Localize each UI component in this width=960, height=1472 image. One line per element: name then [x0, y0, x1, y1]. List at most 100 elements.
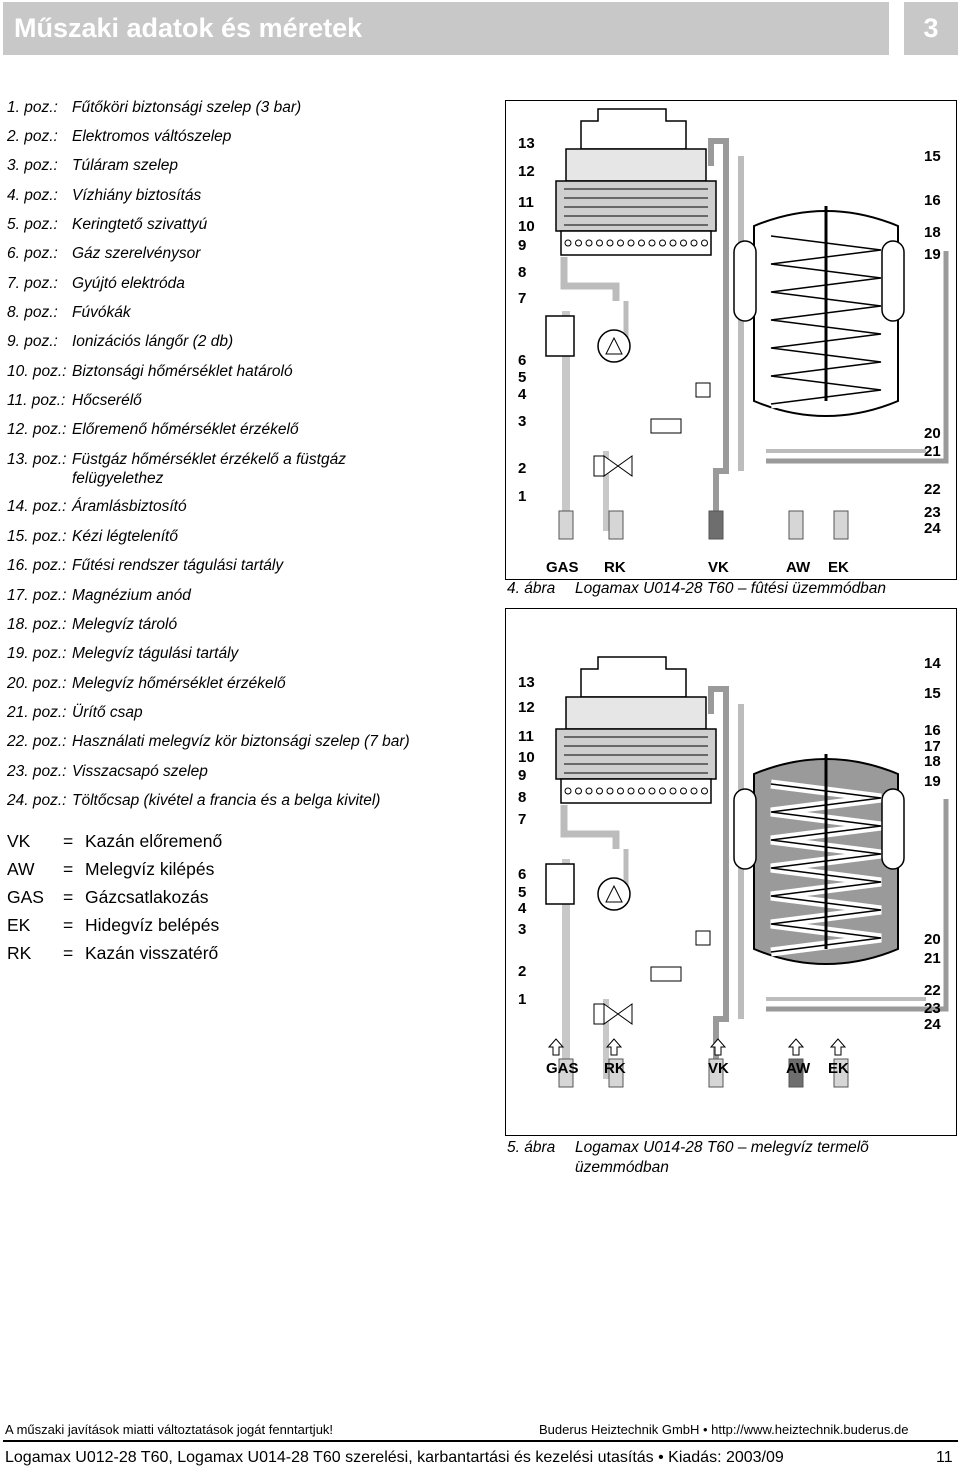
connection-stub — [708, 510, 724, 540]
flow-arrow — [709, 1038, 727, 1056]
part-number: 20. poz.: — [7, 675, 67, 692]
part-description: Visszacsapó szelep — [72, 763, 208, 780]
position-number: 19 — [924, 246, 941, 263]
flue-collector — [565, 148, 707, 182]
connection-label: VK — [708, 559, 729, 576]
position-number: 10 — [518, 218, 535, 235]
position-number: 24 — [924, 520, 941, 537]
burner-nozzle — [669, 787, 677, 795]
position-number: 15 — [924, 148, 941, 165]
position-number: 6 — [518, 352, 526, 369]
footer-company: Buderus Heiztechnik GmbH • http://www.he… — [539, 1422, 909, 1437]
gas-valve-block — [545, 315, 575, 357]
burner-nozzle — [585, 239, 593, 247]
position-number: 20 — [924, 425, 941, 442]
legend-value: Melegvíz kilépés — [85, 859, 215, 879]
part-description-cont: felügyelethez — [72, 470, 164, 487]
section-number-box: 3 — [904, 2, 958, 55]
diverter-valve — [603, 1003, 633, 1025]
position-number: 18 — [924, 753, 941, 770]
part-description: Túláram szelep — [72, 157, 178, 174]
connection-stub — [608, 1058, 624, 1088]
position-number: 6 — [518, 866, 526, 883]
connection-label: AW — [786, 559, 811, 576]
tank-coil — [770, 783, 882, 953]
part-number: 8. poz.: — [7, 304, 58, 321]
heating-expansion-tank — [733, 240, 757, 322]
burner-nozzle — [680, 787, 687, 795]
part-number: 7. poz.: — [7, 275, 58, 292]
flow-pipe — [708, 138, 729, 531]
burner-nozzle — [659, 239, 666, 247]
position-number: 10 — [518, 749, 535, 766]
part-description: Biztonsági hőmérséklet határoló — [72, 363, 293, 380]
bypass-valve — [650, 418, 682, 434]
part-description: Fúvókák — [72, 304, 131, 321]
footer-note: A műszaki javítások miatti változtatások… — [5, 1422, 334, 1437]
part-number: 15. poz.: — [7, 528, 67, 545]
footer-document-title: Logamax U012-28 T60, Logamax U014-28 T60… — [5, 1449, 784, 1466]
part-number: 4. poz.: — [7, 187, 58, 204]
part-number: 2. poz.: — [7, 128, 58, 145]
position-number: 8 — [518, 264, 526, 281]
burner-nozzle — [564, 787, 572, 795]
gas-pipe — [560, 257, 620, 301]
flue-hood — [580, 656, 687, 698]
burner-nozzle — [690, 787, 698, 795]
connection-stub — [608, 510, 624, 540]
position-number: 24 — [924, 1016, 941, 1033]
burner-nozzle — [659, 787, 666, 795]
position-number: 3 — [518, 413, 526, 430]
position-number: 16 — [924, 722, 941, 739]
figure-4-number: 4. ábra — [507, 580, 556, 597]
part-number: 17. poz.: — [7, 587, 67, 604]
burner-nozzle — [669, 239, 677, 247]
part-number: 9. poz.: — [7, 333, 58, 350]
legend-equals: = — [63, 943, 74, 963]
connection-label: RK — [604, 1060, 626, 1077]
legend-equals: = — [63, 887, 74, 907]
position-number: 5 — [518, 369, 526, 386]
section-title: Műszaki adatok és méretek — [14, 13, 363, 43]
heating-expansion-tank — [733, 788, 757, 870]
part-number: 12. poz.: — [7, 421, 67, 438]
legend-key: AW — [7, 859, 35, 879]
part-description: Gáz szerelvénysor — [72, 245, 201, 262]
low-water-switch — [695, 382, 711, 398]
connection-stub — [708, 1058, 724, 1088]
diverter-actuator — [593, 455, 605, 477]
figure-5-title: Logamax U014-28 T60 – melegvíz termelõ — [575, 1139, 869, 1156]
position-number: 18 — [924, 224, 941, 241]
part-description: Gyújtó elektróda — [72, 275, 185, 292]
schematic-svg: 131211109876543211415161718192021222324G… — [518, 655, 949, 1088]
legend-equals: = — [63, 915, 74, 935]
part-number: 23. poz.: — [7, 763, 67, 780]
dhw-expansion-tank — [881, 788, 905, 870]
part-number: 11. poz.: — [7, 392, 66, 409]
position-number: 21 — [924, 950, 941, 967]
part-description: Melegvíz hőmérséklet érzékelő — [72, 675, 286, 692]
part-description: Magnézium anód — [72, 587, 191, 604]
part-number: 21. poz.: — [7, 704, 67, 721]
position-number: 2 — [518, 963, 526, 980]
part-description: Kézi légtelenítő — [72, 528, 178, 545]
part-number: 3. poz.: — [7, 157, 58, 174]
footer-rule — [3, 1440, 958, 1442]
part-number: 6. poz.: — [7, 245, 58, 262]
position-number: 15 — [924, 685, 941, 702]
position-number: 19 — [924, 773, 941, 790]
part-description: Vízhiány biztosítás — [72, 187, 202, 204]
burner-nozzle — [627, 787, 635, 795]
position-number: 7 — [518, 290, 526, 307]
figure-5-title-cont: üzemmódban — [575, 1159, 669, 1176]
pump-arrow — [605, 336, 623, 355]
burner — [560, 230, 712, 256]
connection-stub — [558, 1058, 574, 1088]
position-number: 3 — [518, 921, 526, 938]
burner-nozzle — [575, 787, 582, 795]
flow-arrow — [829, 1038, 847, 1056]
legend-value: Kazán előremenő — [85, 831, 223, 851]
position-number: 5 — [518, 884, 526, 901]
bypass-valve — [650, 966, 682, 982]
legend-equals: = — [63, 831, 74, 851]
